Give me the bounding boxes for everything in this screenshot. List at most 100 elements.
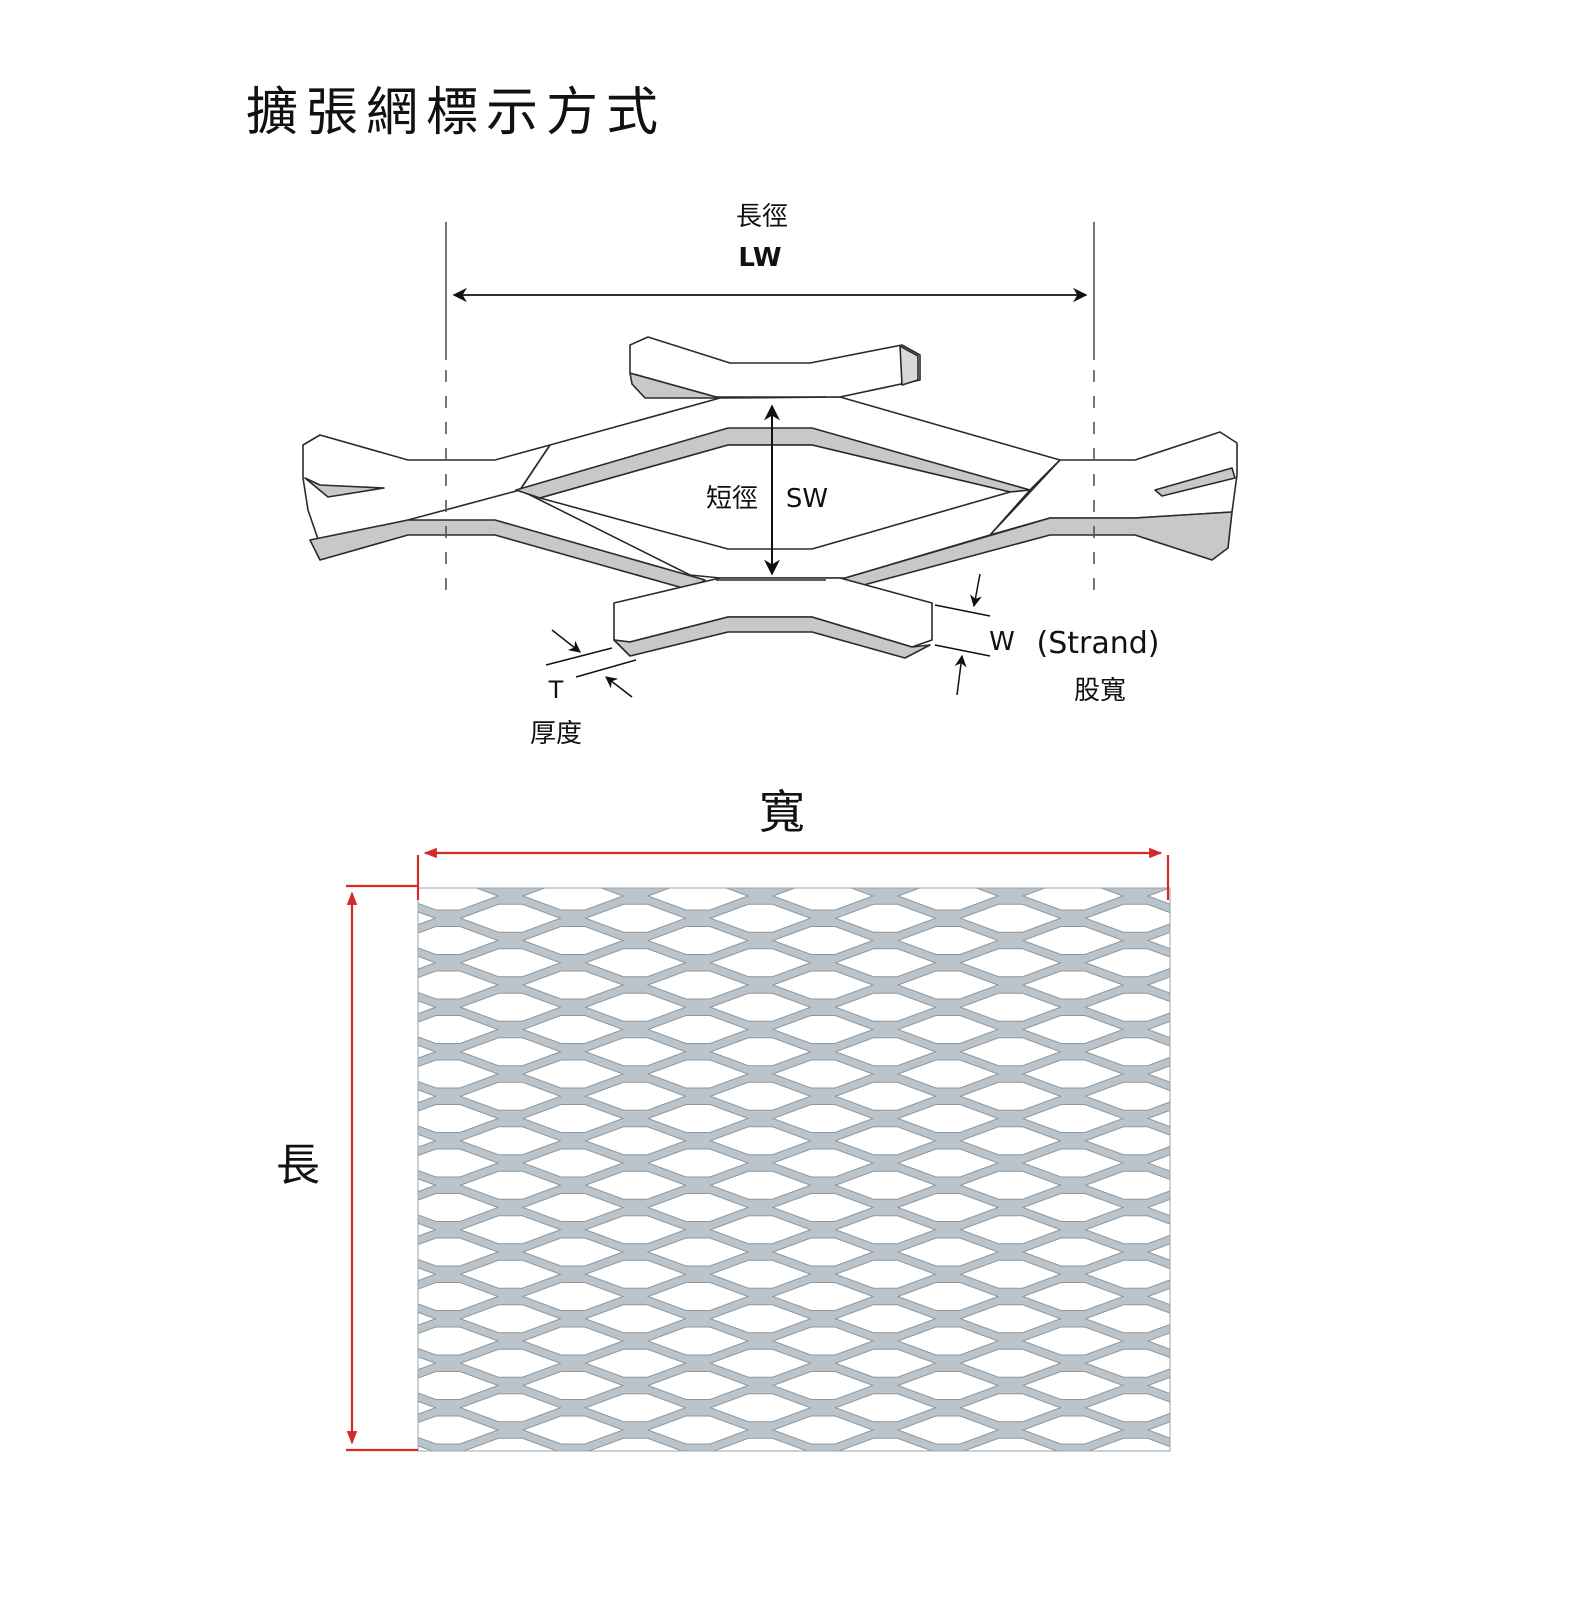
mesh-hole [1211, 1394, 1311, 1422]
mesh-hole [418, 1445, 434, 1451]
mesh-hole [418, 1267, 437, 1282]
mesh-hole [896, 1282, 1000, 1311]
mesh-hole [959, 1259, 1062, 1289]
mesh-hole [1084, 1126, 1170, 1156]
mesh-hole [418, 1282, 500, 1311]
mesh-hole [646, 888, 750, 911]
mesh-hole [273, 927, 373, 955]
mesh-hole [1084, 1037, 1170, 1067]
mesh-hole [1146, 1421, 1170, 1439]
mesh-hole [1211, 1171, 1311, 1199]
mesh-hole [709, 1304, 812, 1334]
mesh-hole [1084, 1081, 1170, 1111]
mesh-hole [584, 1393, 687, 1423]
mesh-hole [273, 1105, 373, 1133]
mesh-border [417, 887, 1171, 1452]
mesh-hole [1146, 1109, 1170, 1128]
mesh-hole [584, 1304, 687, 1334]
mesh-hole [959, 1170, 1062, 1200]
mesh-hole [709, 948, 812, 978]
mesh-hole [462, 1437, 559, 1451]
mesh-hole [1146, 1287, 1170, 1306]
mesh-hole [459, 1259, 562, 1289]
mesh-hole [1084, 1348, 1170, 1378]
mesh-hole [584, 1170, 687, 1200]
mesh-hole [896, 1415, 1000, 1445]
mesh-hole [646, 1415, 750, 1445]
mesh-hole [459, 992, 562, 1022]
mesh-hole [1211, 1260, 1311, 1288]
mesh-hole [834, 992, 937, 1022]
mesh-hole [273, 1016, 373, 1044]
mesh-holes [273, 888, 1311, 1489]
mesh-hole [418, 1400, 437, 1415]
mesh-hole [398, 1461, 498, 1489]
mesh-hole [1146, 1065, 1170, 1083]
mesh-hole [459, 948, 562, 978]
mesh-hole [1146, 1376, 1170, 1395]
strand-zh-label: 股寬 [1074, 676, 1126, 706]
mesh-hole [771, 1104, 875, 1133]
mesh-hole [584, 1081, 687, 1111]
mesh-hole [896, 1015, 1000, 1044]
mesh-hole [459, 1037, 562, 1067]
mesh-hole [962, 1437, 1059, 1451]
mesh-hole [771, 1015, 875, 1044]
mesh-hole [959, 992, 1062, 1022]
right-strand-side [1154, 467, 1236, 497]
mesh-hole [771, 888, 875, 911]
mesh-hole [834, 903, 937, 933]
mesh-hole [1211, 1127, 1311, 1155]
left-strand-side [304, 477, 385, 498]
mesh-hole [273, 1372, 373, 1400]
mesh-hole [1211, 1216, 1311, 1244]
mesh-hole [771, 1371, 875, 1400]
mesh-hole [418, 1133, 437, 1148]
mesh-hole [646, 970, 750, 1000]
mesh-hole [459, 1170, 562, 1200]
mesh-hole [959, 1215, 1062, 1245]
mesh-hole [771, 1193, 875, 1222]
mesh-hole [273, 1194, 373, 1222]
mesh-hole [959, 1037, 1062, 1067]
long-way-code-label: LW [738, 243, 781, 273]
mesh-hole [959, 1126, 1062, 1156]
mesh-hole [771, 1148, 875, 1178]
mesh-hole [521, 1371, 625, 1400]
mesh-hole [834, 1037, 937, 1067]
mesh-hole [771, 1415, 875, 1445]
mesh-hole [1148, 1461, 1248, 1489]
mesh-hole [1021, 1415, 1125, 1445]
mesh-hole [771, 1059, 875, 1089]
mesh-hole [521, 970, 625, 1000]
mesh-hole [709, 992, 812, 1022]
mesh-hole [1021, 1015, 1125, 1044]
mesh-hole [1084, 948, 1170, 978]
mesh-hole [459, 1393, 562, 1423]
mesh-hole [1146, 1020, 1170, 1039]
mesh-hole [896, 1104, 1000, 1133]
mesh-hole [418, 1015, 500, 1044]
top-strand-end [899, 345, 919, 386]
mesh-hole [896, 926, 1000, 955]
mesh-hole [834, 1215, 937, 1245]
mesh-hole [1084, 1170, 1170, 1200]
thickness-dimension [545, 629, 637, 698]
mesh-hole [834, 1304, 937, 1334]
mesh-hole [773, 1461, 873, 1489]
mesh-hole [459, 1081, 562, 1111]
mesh-hole [1021, 1237, 1125, 1267]
mesh-hole [418, 1326, 500, 1356]
mesh-hole [1021, 1193, 1125, 1222]
mesh-hole [1084, 903, 1170, 933]
strand-code-label: W [989, 627, 1015, 657]
mesh-hole [1211, 904, 1311, 932]
mesh-hole [273, 1327, 373, 1355]
mesh-hole [1084, 1393, 1170, 1423]
thickness-zh-label: 厚度 [530, 719, 582, 749]
mesh-hole [418, 1104, 500, 1133]
mesh-hole [418, 1178, 437, 1193]
mesh-hole [646, 1326, 750, 1356]
mesh-hole [521, 1104, 625, 1133]
mesh-hole [834, 948, 937, 978]
